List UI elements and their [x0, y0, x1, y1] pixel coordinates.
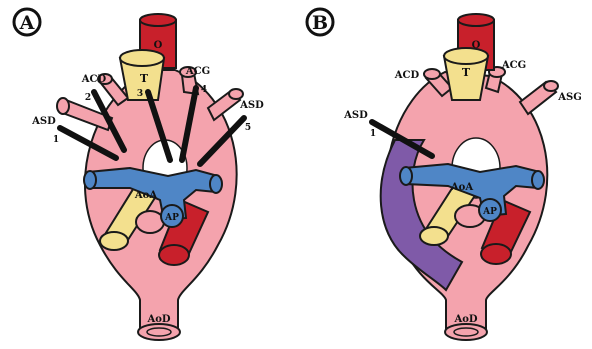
panel-b-asg-label: ASG: [557, 92, 582, 103]
panel-a-clamp-number-5: 5: [245, 123, 251, 133]
panel-a-trachea-ring: [136, 211, 164, 233]
panel-a-asd-left-label: ASD: [31, 116, 56, 127]
panel-a-esophagus-label: O: [154, 40, 163, 51]
panel-a-ap-label: AP: [164, 213, 179, 223]
panel-a-clamp-number-1: 1: [53, 135, 59, 145]
panel-a-aoa-label: AoA: [134, 190, 157, 201]
panel-b-aod-label: AoD: [453, 314, 477, 325]
panel-a-clamp-number-2: 2: [85, 93, 91, 103]
panel-b-ap-label: AP: [482, 207, 497, 217]
panel-a-clamp-number-4: 4: [201, 85, 207, 95]
panel-b-trachea-label: T: [462, 66, 471, 79]
panel-a: A O T: [14, 9, 264, 340]
panel-b-acd-label: ACD: [394, 70, 420, 81]
panel-a-clamp-number-3: 3: [137, 89, 143, 99]
panel-b-asd-label: ASD: [343, 110, 368, 121]
panel-b: B O T AP AoA: [307, 9, 582, 340]
panel-b-aoa-label: AoA: [450, 182, 473, 193]
panel-a-letter: A: [19, 12, 35, 34]
panel-a-asd-right-label: ASD: [239, 100, 264, 111]
panel-b-letter: B: [312, 12, 328, 34]
panel-a-acg-label: ACG: [185, 66, 210, 77]
panel-b-clamp-number-1: 1: [370, 129, 376, 139]
panel-b-acg-label: ACG: [501, 60, 526, 71]
panel-a-aod-label: AoD: [146, 314, 170, 325]
panel-a-trachea-label: T: [140, 72, 149, 85]
panel-a-acd-label: ACD: [81, 74, 107, 85]
